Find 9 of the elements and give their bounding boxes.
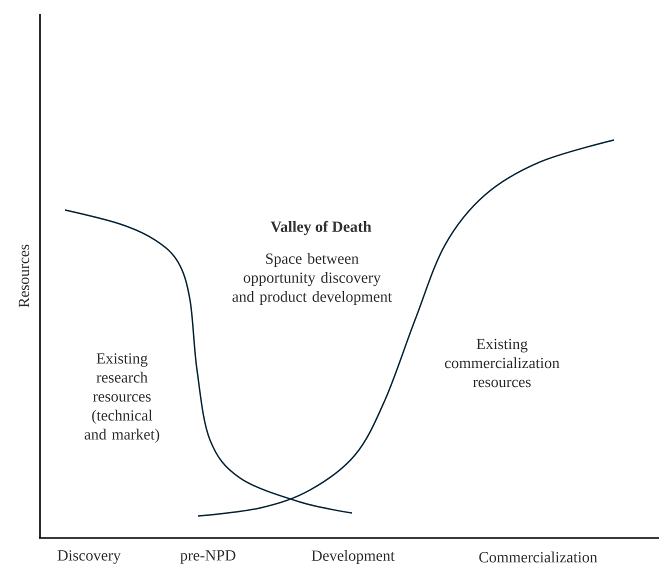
annotation-text: Existing commercialization resources <box>444 338 560 388</box>
axis-label: Commercialization <box>479 552 598 562</box>
axis-label: pre-NPD <box>180 550 236 564</box>
heading-text: Valley of Death <box>270 220 372 236</box>
axis-label: Resources <box>18 244 30 308</box>
axis-label: Discovery <box>58 550 121 564</box>
annotation-text: Existing research resources (technical and market) <box>84 353 160 443</box>
axis-label: Development <box>312 550 395 564</box>
annotation-text: Space between opportunity discovery and product development <box>232 252 392 306</box>
